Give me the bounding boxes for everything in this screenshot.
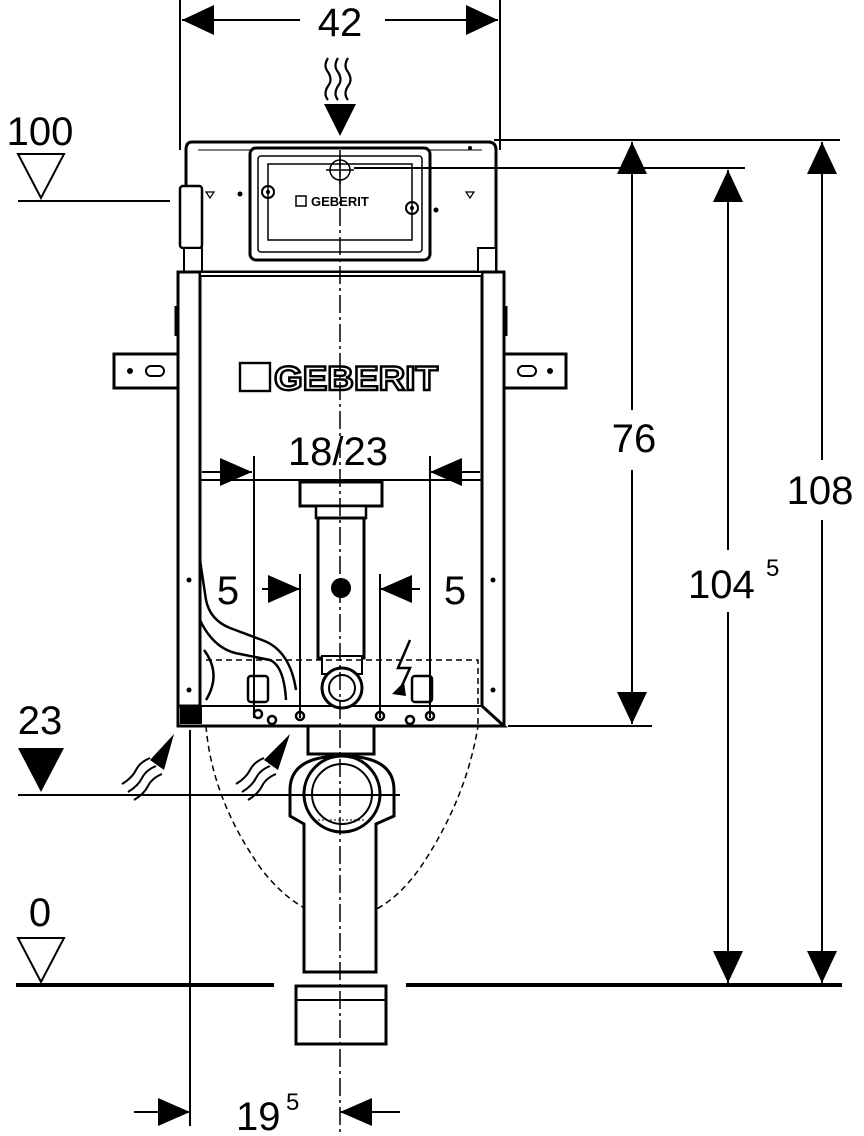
dim-19-5-sup: 5 (286, 1089, 299, 1116)
dimension-height-104-5: 104 5 (688, 170, 779, 983)
inlet-valve (198, 559, 436, 726)
level-marker-0: 0 (16, 891, 842, 987)
dim-18-23-label: 18/23 (288, 430, 388, 474)
level-triangle-icon (16, 153, 66, 201)
dim-104-sup: 5 (766, 555, 779, 582)
level-marker-23: 23 (18, 699, 400, 796)
dimension-height-76: 76 (612, 142, 657, 724)
wall-bracket-left (112, 352, 180, 390)
level-triangle-icon-floor (16, 937, 66, 985)
heat-icon (121, 734, 174, 801)
installation-frame (174, 270, 508, 728)
dim-104-label: 104 (688, 563, 755, 607)
frame-brand-logo: GEBERIT (238, 359, 439, 399)
down-arrow-icon (324, 104, 356, 136)
level-triangle-filled-icon (18, 748, 64, 792)
drain-pipe (288, 724, 396, 1046)
level-100-label: 100 (7, 110, 74, 154)
dimension-inlet-spacing: 18/23 (202, 430, 480, 718)
level-23-label: 23 (18, 699, 63, 743)
heat-icon-2 (235, 734, 290, 801)
dim-76-label: 76 (612, 417, 657, 461)
dimension-offset-19-5: 19 5 (134, 1089, 400, 1136)
dim-42-label: 42 (318, 1, 363, 45)
flush-pipe (298, 480, 384, 710)
dim-19-5-label: 19 (236, 1095, 281, 1136)
level-0-label: 0 (29, 891, 51, 935)
wall-bracket-right (502, 352, 568, 390)
steam-icon (324, 57, 352, 101)
dim-108-label: 108 (787, 469, 854, 513)
dimension-width-42: 42 (179, 0, 501, 150)
electric-icon (392, 639, 412, 696)
dimension-offsets: 5 5 (217, 569, 466, 718)
dimension-height-108: 108 (787, 142, 854, 983)
level-marker-100: 100 (7, 110, 170, 202)
frame-brand: GEBERIT (274, 360, 438, 398)
dim-5-right-label: 5 (444, 569, 466, 613)
dim-5-left-label: 5 (217, 569, 239, 613)
